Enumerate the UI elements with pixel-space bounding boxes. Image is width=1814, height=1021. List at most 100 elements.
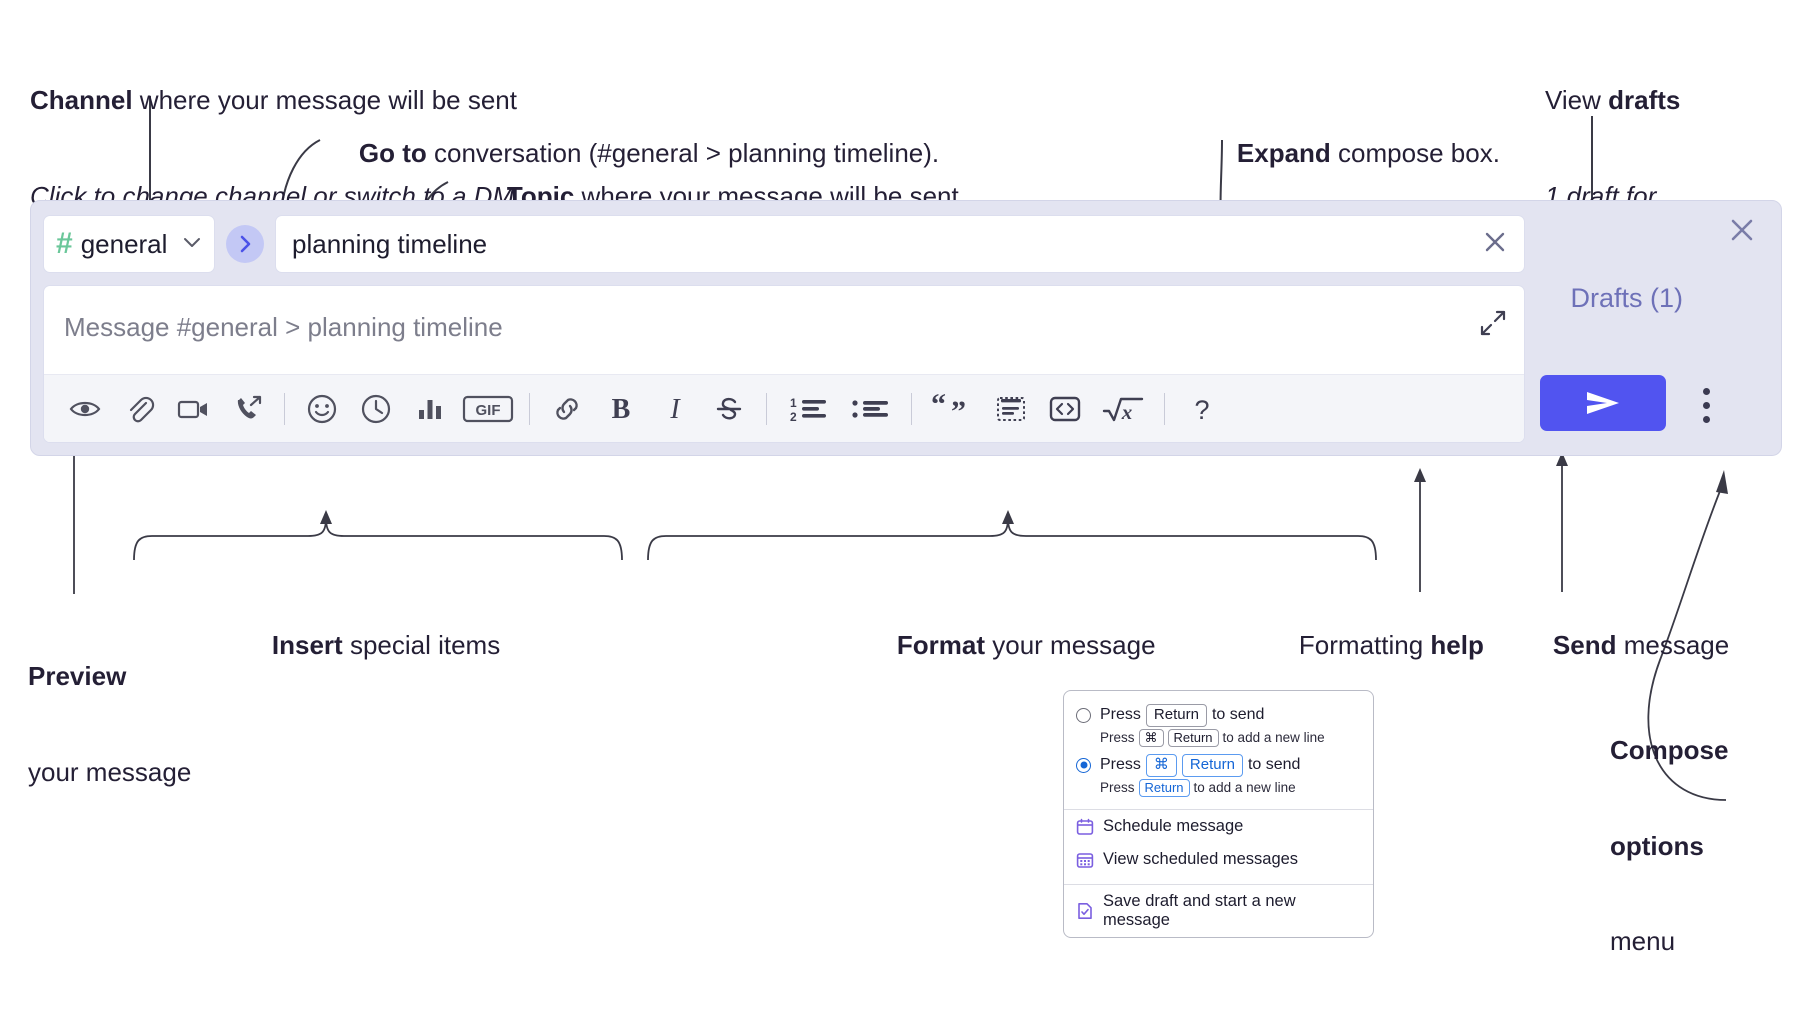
italic-icon: I — [669, 394, 681, 425]
svg-text:I: I — [669, 394, 681, 425]
annotation-drafts-lead: View — [1545, 85, 1609, 116]
math-button[interactable]: x — [1092, 382, 1154, 436]
attach-file-button[interactable] — [112, 382, 166, 436]
annotation-help-bold: help — [1430, 629, 1484, 660]
channel-selector[interactable]: # general — [43, 215, 215, 273]
blockquote-button[interactable]: “ ” — [922, 382, 984, 436]
opt2-sub-press: Press — [1100, 780, 1135, 796]
opt1-key-return: Return — [1145, 704, 1207, 727]
emoji-button[interactable] — [295, 382, 349, 436]
message-input[interactable]: Message #general > planning timeline — [64, 312, 503, 342]
close-compose-button[interactable] — [1725, 213, 1759, 252]
math-icon: x — [1102, 397, 1144, 424]
menu-item-view-scheduled-label: View scheduled messages — [1103, 850, 1299, 868]
radio-return[interactable] — [1076, 707, 1091, 723]
send-option-return-label: Press Return to send — [1100, 704, 1264, 727]
svg-text:”: ” — [951, 395, 966, 426]
annotation-drafts-bold: drafts — [1608, 85, 1681, 116]
send-option-cmd-return-label: Press ⌘ Return to send — [1100, 754, 1300, 777]
menu-item-schedule-message[interactable]: Schedule message — [1064, 810, 1373, 843]
clear-topic-button[interactable] — [1480, 227, 1510, 262]
schedule-button[interactable] — [349, 382, 403, 436]
svg-text:GIF: GIF — [476, 402, 501, 419]
annotation-compose-options: Compose options menu — [1610, 672, 1728, 1021]
formatting-help-button[interactable]: ? — [1175, 382, 1229, 436]
send-option-return[interactable]: Press Return to send — [1064, 701, 1373, 728]
drafts-link[interactable]: Drafts (1) — [1570, 283, 1683, 313]
annotation-compose-options-l2: options — [1610, 830, 1704, 861]
ordered-list-icon: 1 2 — [790, 396, 826, 424]
video-clip-button[interactable] — [166, 382, 220, 436]
video-clip-icon — [177, 400, 207, 418]
message-card: Message #general > planning timeline — [43, 285, 1525, 443]
annotation-preview: Preview your message — [28, 598, 191, 852]
annotation-expand-rest: compose box. — [1330, 137, 1500, 168]
annotation-insert-rest: special items — [342, 629, 501, 660]
menu-item-schedule-message-label: Schedule message — [1103, 817, 1244, 835]
bulleted-list-button[interactable] — [839, 382, 901, 436]
opt1-press: Press — [1100, 706, 1141, 724]
clear-icon — [1485, 232, 1505, 251]
expand-compose-button[interactable] — [1478, 308, 1508, 343]
annotation-channel-bold: Channel — [30, 85, 133, 116]
formatting-toolbar: GIF — [44, 374, 1524, 442]
svg-text:1: 1 — [790, 396, 797, 410]
svg-text:2: 2 — [790, 410, 797, 424]
emoji-icon — [307, 394, 337, 423]
gif-button[interactable]: GIF — [457, 382, 519, 436]
svg-text:B: B — [612, 394, 631, 425]
expand-icon — [1480, 310, 1506, 336]
opt2-key-return: Return — [1181, 754, 1243, 777]
toolbar-divider-4 — [911, 392, 912, 425]
kebab-dot-2 — [1702, 402, 1710, 409]
calendar-grid-icon — [1076, 851, 1094, 869]
poll-icon — [419, 399, 441, 419]
strikethrough-button[interactable] — [702, 382, 756, 436]
annotation-compose-options-l1: Compose — [1610, 735, 1729, 766]
annotation-help-lead: Formatting — [1298, 629, 1431, 660]
opt2-sub-tail: to add a new line — [1193, 780, 1296, 796]
annotation-preview-line2: your message — [28, 756, 192, 787]
opt1-sub-key-cmd: ⌘ — [1138, 728, 1164, 747]
inline-code-icon — [1049, 396, 1081, 421]
inline-code-button[interactable] — [1038, 382, 1092, 436]
go-to-conversation-button[interactable] — [226, 225, 264, 263]
svg-text:x: x — [1121, 400, 1133, 424]
opt1-tosend: to send — [1211, 706, 1265, 724]
toolbar-divider-1 — [284, 392, 285, 425]
code-block-button[interactable] — [984, 382, 1038, 436]
channel-name: general — [80, 228, 168, 259]
bold-button[interactable]: B — [594, 382, 648, 436]
strikethrough-icon — [716, 397, 742, 419]
annotation-channel-rest: where your message will be sent — [132, 85, 517, 116]
audio-clip-button[interactable] — [220, 382, 274, 436]
schedule-clock-icon — [361, 394, 391, 423]
toolbar-divider-2 — [529, 392, 530, 425]
compose-header-row: # general planning timeline — [43, 213, 1525, 275]
annotation-format-bold: Format — [896, 629, 986, 660]
bold-icon: B — [612, 394, 631, 425]
chevron-down-icon — [182, 235, 202, 254]
link-button[interactable] — [540, 382, 594, 436]
send-button[interactable] — [1540, 375, 1666, 431]
hash-icon: # — [56, 227, 73, 260]
radio-cmd-return[interactable] — [1076, 757, 1091, 773]
menu-item-save-draft[interactable]: Save draft and start a new message — [1064, 885, 1373, 937]
annotation-goto-bold: Go to — [358, 137, 427, 168]
annotation-send-bold: Send — [1552, 629, 1617, 660]
send-option-cmd-return[interactable]: Press ⌘ Return to send — [1064, 751, 1373, 778]
poll-button[interactable] — [403, 382, 457, 436]
italic-button[interactable]: I — [648, 382, 702, 436]
gif-icon: GIF — [462, 395, 514, 422]
opt2-tosend: to send — [1247, 756, 1301, 774]
compose-options-button[interactable] — [1701, 388, 1711, 423]
ordered-list-button[interactable]: 1 2 — [777, 382, 839, 436]
blockquote-icon: “ ” — [931, 392, 966, 426]
annotation-preview-bold: Preview — [28, 661, 127, 692]
kebab-dot-3 — [1702, 416, 1710, 423]
code-block-icon — [997, 396, 1025, 421]
menu-item-view-scheduled[interactable]: View scheduled messages — [1064, 843, 1373, 876]
preview-button[interactable] — [58, 382, 112, 436]
topic-input[interactable]: planning timeline — [275, 215, 1525, 273]
annotation-format-rest: your message — [985, 629, 1156, 660]
